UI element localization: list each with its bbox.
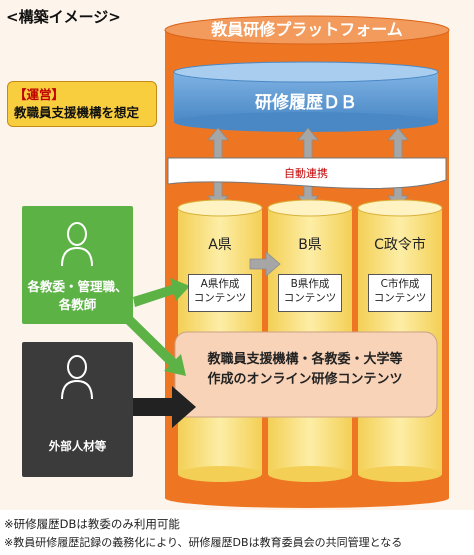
pref-c-name: C政令市	[374, 237, 426, 253]
platform-title: 教員研修プラットフォーム	[211, 20, 403, 39]
pref-c-content: C市作成 コンテンツ	[368, 274, 432, 312]
pref-a-content-line2: コンテンツ	[193, 292, 247, 304]
auto-sync-band	[167, 157, 447, 189]
pref-c-content-line2: コンテンツ	[373, 292, 427, 304]
online-content-box	[174, 331, 438, 418]
operator-note-title: 【運営】	[14, 87, 65, 102]
footnote-2: ※教員研修履歴記録の義務化により、研修履歴DBは教育委員会の共同管理となる	[4, 536, 403, 549]
external-arrow	[133, 386, 196, 428]
pref-b-content: B県作成 コンテンツ	[278, 274, 342, 312]
operator-note-body: 教職員支援機構を想定	[14, 105, 140, 120]
person-outline-icon	[61, 222, 93, 267]
pref-a-content: A県作成 コンテンツ	[188, 274, 252, 312]
a-to-b-arrow	[249, 251, 281, 277]
teachers-label-line1: 各教委・管理職、	[27, 279, 128, 294]
pref-a-name: A県	[208, 237, 232, 253]
pref-c-content-line1: C市作成	[380, 278, 420, 290]
online-content-label: 教職員支援機構・各教委・大学等 作成のオンライン研修コンテンツ	[185, 350, 425, 390]
pref-b-name: B県	[298, 237, 322, 253]
online-content-line1: 教職員支援機構・各教委・大学等	[207, 352, 403, 367]
page-heading: <構築イメージ>	[6, 8, 121, 26]
auto-sync-label: 自動連携	[284, 167, 328, 180]
operator-note: 【運営】 教職員支援機構を想定	[7, 81, 157, 127]
footnote-1: ※研修履歴DBは教委のみ利用可能	[4, 517, 180, 531]
pref-a-content-line1: A県作成	[200, 278, 240, 290]
history-db-label: 研修履歴ＤＢ	[255, 93, 357, 113]
pref-b-content-line1: B県作成	[290, 278, 330, 290]
teacher-arrows	[121, 278, 190, 376]
teachers-label: 各教委・管理職、 各教師	[22, 278, 133, 314]
pref-b-content-line2: コンテンツ	[283, 292, 337, 304]
external-label: 外部人材等	[48, 439, 107, 453]
online-content-line2: 作成のオンライン研修コンテンツ	[207, 372, 403, 387]
history-db-cylinder	[173, 61, 439, 132]
person-outline-icon	[61, 355, 93, 400]
teachers-label-line2: 各教師	[58, 297, 97, 312]
